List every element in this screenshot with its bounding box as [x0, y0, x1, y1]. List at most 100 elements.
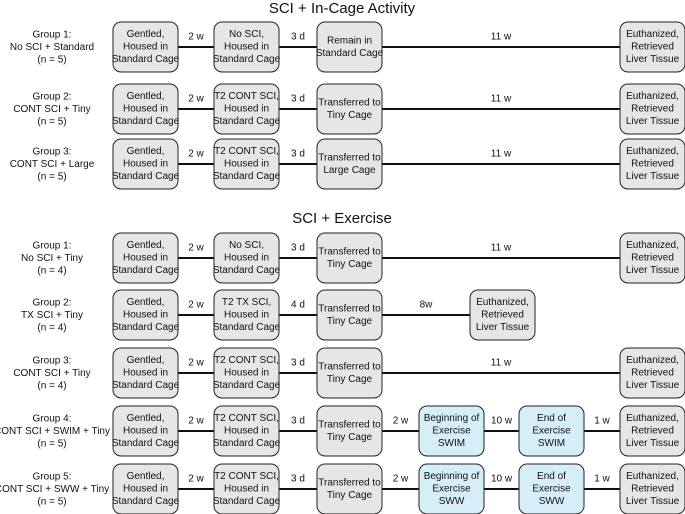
step-text: Standard Cage	[213, 496, 281, 507]
interval-label: 1 w	[594, 474, 610, 485]
step-text: Transferred to	[318, 361, 381, 372]
group-row: Group 4:CONT SCI + SWIM + Tiny(n = 5)2 w…	[0, 405, 685, 457]
step-text: Liver Tissue	[626, 54, 680, 65]
step-text: Euthanized,	[626, 471, 679, 482]
step-text: Gentled,	[127, 29, 165, 40]
step-box	[316, 21, 383, 73]
step-text: Tiny Cage	[327, 316, 373, 327]
step-text: Retrieved	[631, 159, 674, 170]
step-box	[112, 463, 179, 514]
group-label: CONT SCI + Tiny	[13, 104, 90, 115]
step-text: Tiny Cage	[327, 374, 373, 385]
step-text: Euthanized,	[626, 413, 679, 424]
step-box	[213, 138, 280, 190]
interval-label: 2 w	[393, 416, 409, 427]
step-text: End of	[537, 413, 566, 424]
step-box	[469, 289, 536, 341]
step-text: Housed in	[224, 104, 269, 115]
step-text: Standard Cage	[112, 496, 180, 507]
step-text: Liver Tissue	[626, 380, 680, 391]
step-text: Retrieved	[481, 310, 524, 321]
step-text: Housed in	[224, 159, 269, 170]
step-text: Standard Cage	[213, 54, 281, 65]
group-label: CONT SCI + Tiny	[13, 368, 90, 379]
step-text: Housed in	[224, 368, 269, 379]
interval-label: 3 d	[291, 358, 305, 369]
section-title: SCI + In-Cage Activity	[269, 0, 416, 17]
step-text: Housed in	[123, 484, 168, 495]
interval-label: 2 w	[188, 94, 204, 105]
step-text: T2 CONT SCI,	[214, 413, 279, 424]
group-label: No SCI + Standard	[10, 42, 94, 53]
step-text: Housed in	[123, 426, 168, 437]
interval-label: 3 d	[291, 243, 305, 254]
step-box	[619, 405, 685, 457]
step-text: SWW	[539, 496, 565, 507]
interval-label: 11 w	[491, 243, 512, 254]
step-text: Beginning of	[424, 471, 480, 482]
step-text: Large Cage	[323, 165, 376, 176]
step-text: Retrieved	[631, 368, 674, 379]
step-box	[316, 289, 383, 341]
interval-label: 3 d	[291, 94, 305, 105]
step-text: Housed in	[123, 104, 168, 115]
step-box	[418, 405, 485, 457]
step-box	[518, 463, 585, 514]
step-text: SWIM	[538, 438, 565, 449]
step-text: Tiny Cage	[327, 432, 373, 443]
step-box	[418, 463, 485, 514]
step-text: No SCI,	[229, 240, 264, 251]
step-box	[213, 21, 280, 73]
group-label: (n = 4)	[37, 323, 66, 334]
step-text: Standard Cage	[213, 380, 281, 391]
step-text: Housed in	[224, 253, 269, 264]
step-box	[112, 21, 179, 73]
step-box	[316, 463, 383, 514]
step-text: Retrieved	[631, 484, 674, 495]
group-label: CONT SCI + SWIM + Tiny	[0, 426, 110, 437]
step-text: Housed in	[224, 426, 269, 437]
group-label: Group 2:	[33, 298, 72, 309]
group-label: (n = 5)	[37, 117, 66, 128]
step-text: SWW	[439, 496, 465, 507]
step-text: Euthanized,	[626, 91, 679, 102]
group-label: Group 3:	[33, 147, 72, 158]
group-label: Group 1:	[33, 241, 72, 252]
step-text: Gentled,	[127, 240, 165, 251]
step-text: No SCI,	[229, 29, 264, 40]
interval-label: 11 w	[491, 94, 512, 105]
group-label: (n = 5)	[37, 497, 66, 508]
group-label: Group 3:	[33, 356, 72, 367]
step-text: Transferred to	[318, 246, 381, 257]
step-text: Exercise	[432, 484, 471, 495]
step-text: Gentled,	[127, 355, 165, 366]
interval-label: 2 w	[188, 358, 204, 369]
step-text: Transferred to	[318, 152, 381, 163]
interval-label: 10 w	[491, 416, 513, 427]
step-text: T2 CONT SCI,	[214, 91, 279, 102]
interval-label: 10 w	[491, 474, 513, 485]
step-text: Liver Tissue	[476, 322, 530, 333]
step-box	[316, 405, 383, 457]
step-text: Gentled,	[127, 471, 165, 482]
step-text: Retrieved	[631, 104, 674, 115]
interval-label: 8w	[420, 300, 434, 311]
step-text: Gentled,	[127, 297, 165, 308]
step-text: SWIM	[438, 438, 465, 449]
step-box	[112, 83, 179, 135]
interval-label: 2 w	[188, 300, 204, 311]
step-text: Tiny Cage	[327, 259, 373, 270]
step-text: Tiny Cage	[327, 110, 373, 121]
step-text: Transferred to	[318, 419, 381, 430]
step-box	[213, 405, 280, 457]
step-box	[213, 463, 280, 514]
step-text: Liver Tissue	[626, 116, 680, 127]
step-text: Retrieved	[631, 253, 674, 264]
step-box	[213, 83, 280, 135]
step-text: Standard Cage	[316, 48, 384, 59]
